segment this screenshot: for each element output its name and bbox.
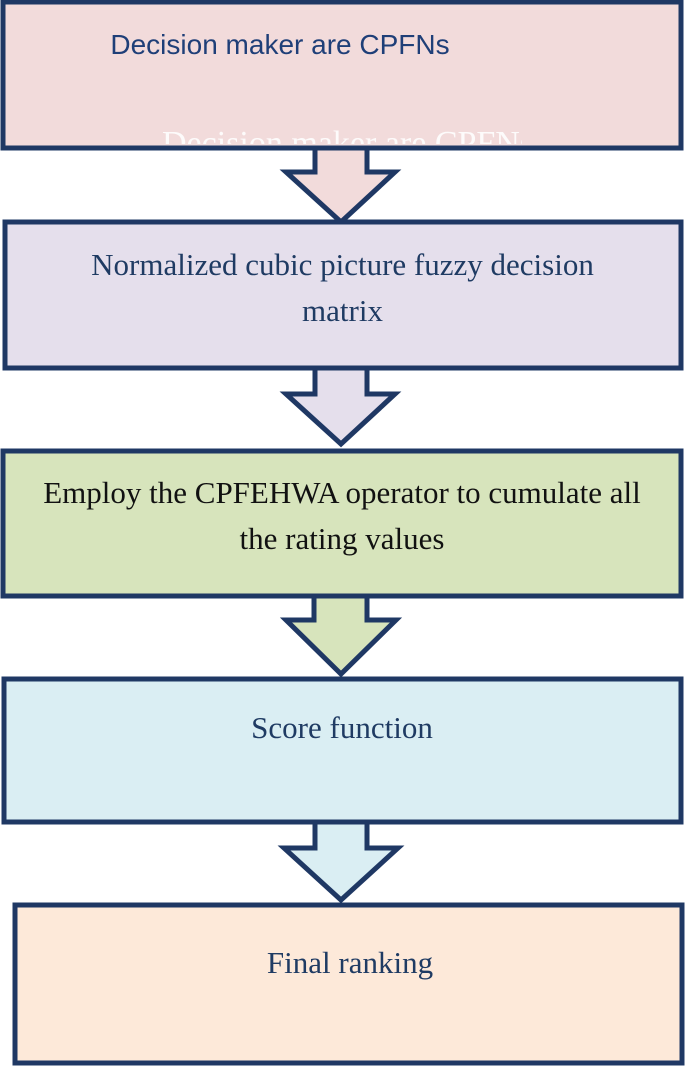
step-label-3: Employ the CPFEHWA operator to cumulate … <box>43 475 641 556</box>
arrow-4-to-5 <box>277 819 405 904</box>
step-label-4: Score function <box>251 710 433 745</box>
step-box-3 <box>0 448 684 599</box>
step-label-5: Final ranking <box>266 945 434 980</box>
step-label-2: Normalized cubic picture fuzzy decision … <box>91 247 594 328</box>
step-box-4 <box>1 676 684 825</box>
arrow-3-to-4 <box>279 593 403 678</box>
ghost-text: Decision maker are CPFNs <box>162 125 522 144</box>
step-box-2 <box>2 219 684 371</box>
step-box-5 <box>12 902 685 1066</box>
arrow-2-to-3 <box>279 365 402 448</box>
arrow-1-to-2 <box>279 143 402 226</box>
step-box-1 <box>0 0 684 151</box>
step-label-1: Decision maker are CPFNs <box>110 29 450 60</box>
